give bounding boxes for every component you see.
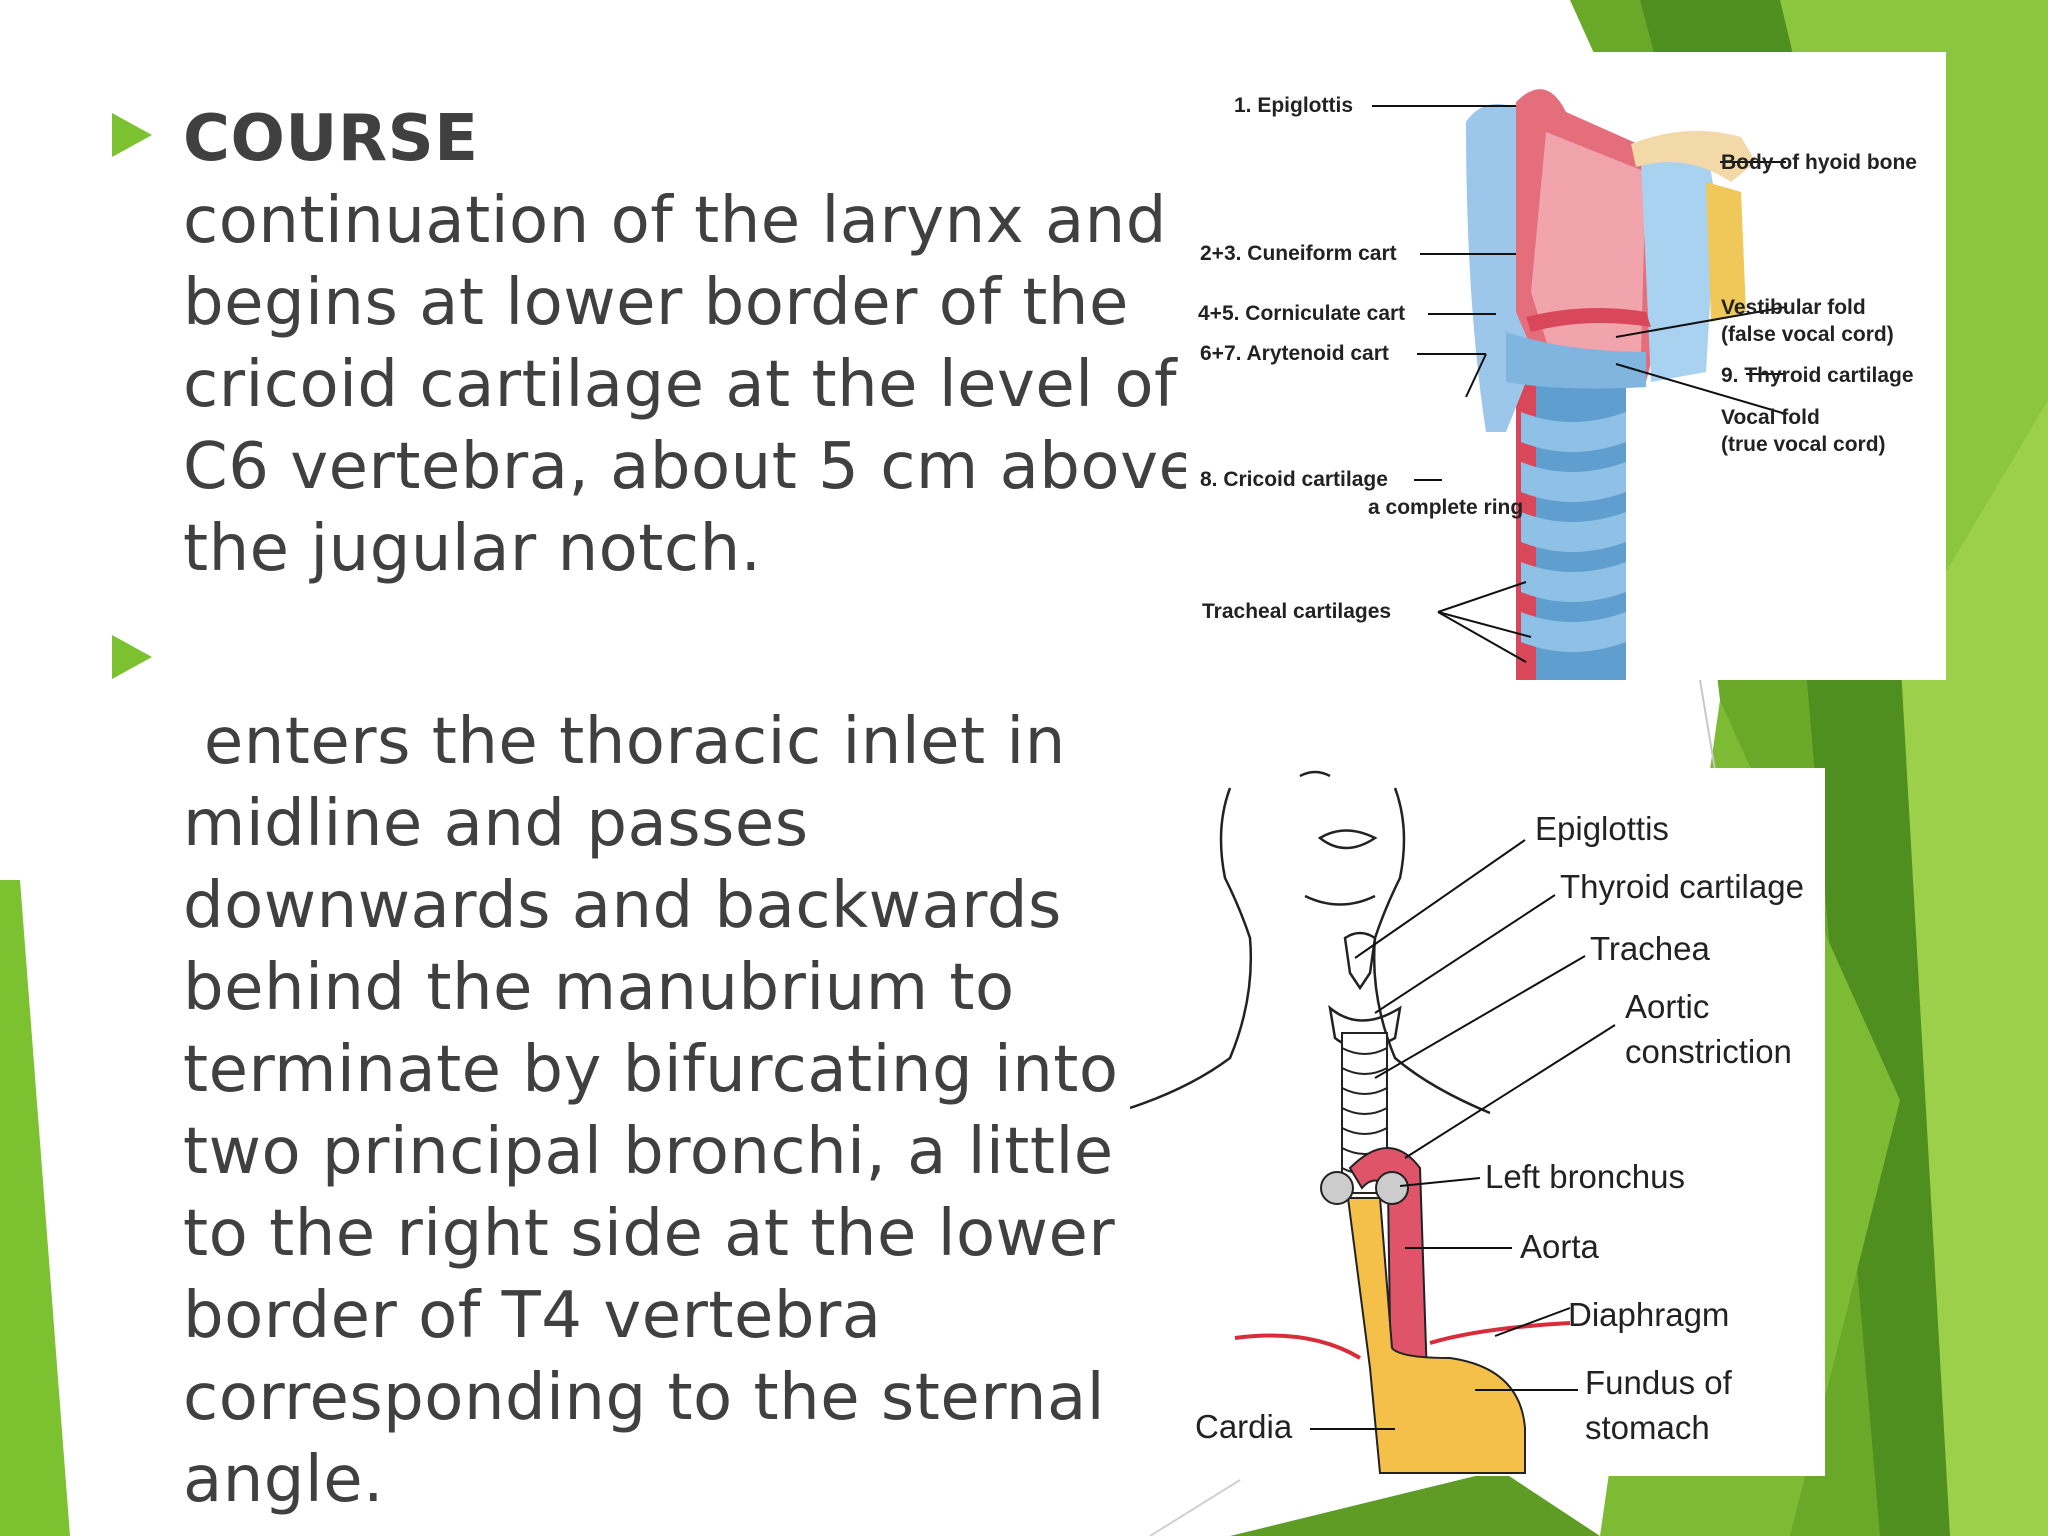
paragraph-line: to the right side at the lower bbox=[183, 1197, 1116, 1271]
paragraph-line: behind the manubrium to bbox=[183, 951, 1015, 1025]
label-epiglottis: 1. Epiglottis bbox=[1234, 94, 1353, 117]
label-epiglottis: Epiglottis bbox=[1535, 810, 1669, 847]
label-constriction: constriction bbox=[1625, 1033, 1792, 1070]
label-vestibular: Vestibular fold bbox=[1721, 296, 1866, 319]
course-paragraph-2: enters the thoracic inlet in midline and… bbox=[183, 701, 1119, 1521]
label-arytenoid: 6+7. Arytenoid cart bbox=[1200, 342, 1389, 365]
label-tracheal: Tracheal cartilages bbox=[1202, 600, 1391, 623]
neck-outline-illustration bbox=[1130, 770, 1491, 1115]
paragraph-line: continuation of the larynx and bbox=[183, 184, 1167, 258]
label-corniculate: 4+5. Corniculate cart bbox=[1198, 302, 1405, 325]
label-aorta: Aorta bbox=[1520, 1228, 1600, 1265]
trachea-illustration bbox=[1516, 382, 1626, 680]
paragraph-line: angle. bbox=[183, 1443, 384, 1517]
label-cardia: Cardia bbox=[1195, 1408, 1293, 1445]
paragraph-line: cricoid cartilage at the level of bbox=[183, 348, 1178, 422]
larynx-illustration bbox=[1466, 89, 1756, 432]
paragraph-line: terminate by bifurcating into bbox=[183, 1033, 1119, 1107]
label-cricoid-sub: a complete ring bbox=[1368, 496, 1523, 519]
label-diaphragm: Diaphragm bbox=[1568, 1296, 1729, 1333]
label-cricoid: 8. Cricoid cartilage bbox=[1200, 468, 1388, 491]
paragraph-line: the jugular notch. bbox=[183, 512, 762, 586]
label-fundus: Fundus of bbox=[1585, 1364, 1733, 1401]
paragraph-line: two principal bronchi, a little bbox=[183, 1115, 1114, 1189]
label-aortic: Aortic bbox=[1625, 988, 1709, 1025]
bullet-arrow-1 bbox=[112, 113, 152, 157]
esophagus-illustration bbox=[1346, 1197, 1526, 1474]
label-vocal: Vocal fold bbox=[1721, 406, 1820, 429]
diaphragm-line bbox=[1234, 1321, 1571, 1360]
larynx-anatomy-figure: 1. Epiglottis 2+3. Cuneiform cart 4+5. C… bbox=[1186, 52, 1946, 680]
label-hyoid: Body of hyoid bone bbox=[1721, 151, 1917, 174]
paragraph-line: begins at lower border of the bbox=[183, 266, 1129, 340]
label-left-bronchus: Left bronchus bbox=[1485, 1158, 1685, 1195]
paragraph-line: border of T4 vertebra bbox=[183, 1279, 882, 1353]
bronchi-illustration bbox=[1320, 1171, 1409, 1205]
course-heading: COURSE bbox=[183, 102, 479, 176]
label-thyroid: 9. Thyroid cartilage bbox=[1721, 364, 1914, 387]
label-vestibular-sub: (false vocal cord) bbox=[1721, 323, 1894, 346]
paragraph-line: C6 vertebra, about 5 cm above bbox=[183, 430, 1199, 504]
label-vocal-sub: (true vocal cord) bbox=[1721, 433, 1886, 456]
paragraph-line: enters the thoracic inlet in bbox=[183, 705, 1066, 779]
label-trachea: Trachea bbox=[1590, 930, 1710, 967]
label-stomach: stomach bbox=[1585, 1409, 1710, 1446]
bullet-arrow-2 bbox=[112, 635, 152, 679]
label-thyroid-cartilage: Thyroid cartilage bbox=[1560, 868, 1804, 905]
trachea-anatomy-figure: Epiglottis Thyroid cartilage Trachea Aor… bbox=[1130, 768, 1825, 1476]
paragraph-line: corresponding to the sternal bbox=[183, 1361, 1105, 1435]
paragraph-line: downwards and backwards bbox=[183, 869, 1062, 943]
course-paragraph-1: COURSE continuation of the larynx and be… bbox=[183, 98, 1198, 590]
label-cuneiform: 2+3. Cuneiform cart bbox=[1200, 242, 1397, 265]
paragraph-line: midline and passes bbox=[183, 787, 809, 861]
